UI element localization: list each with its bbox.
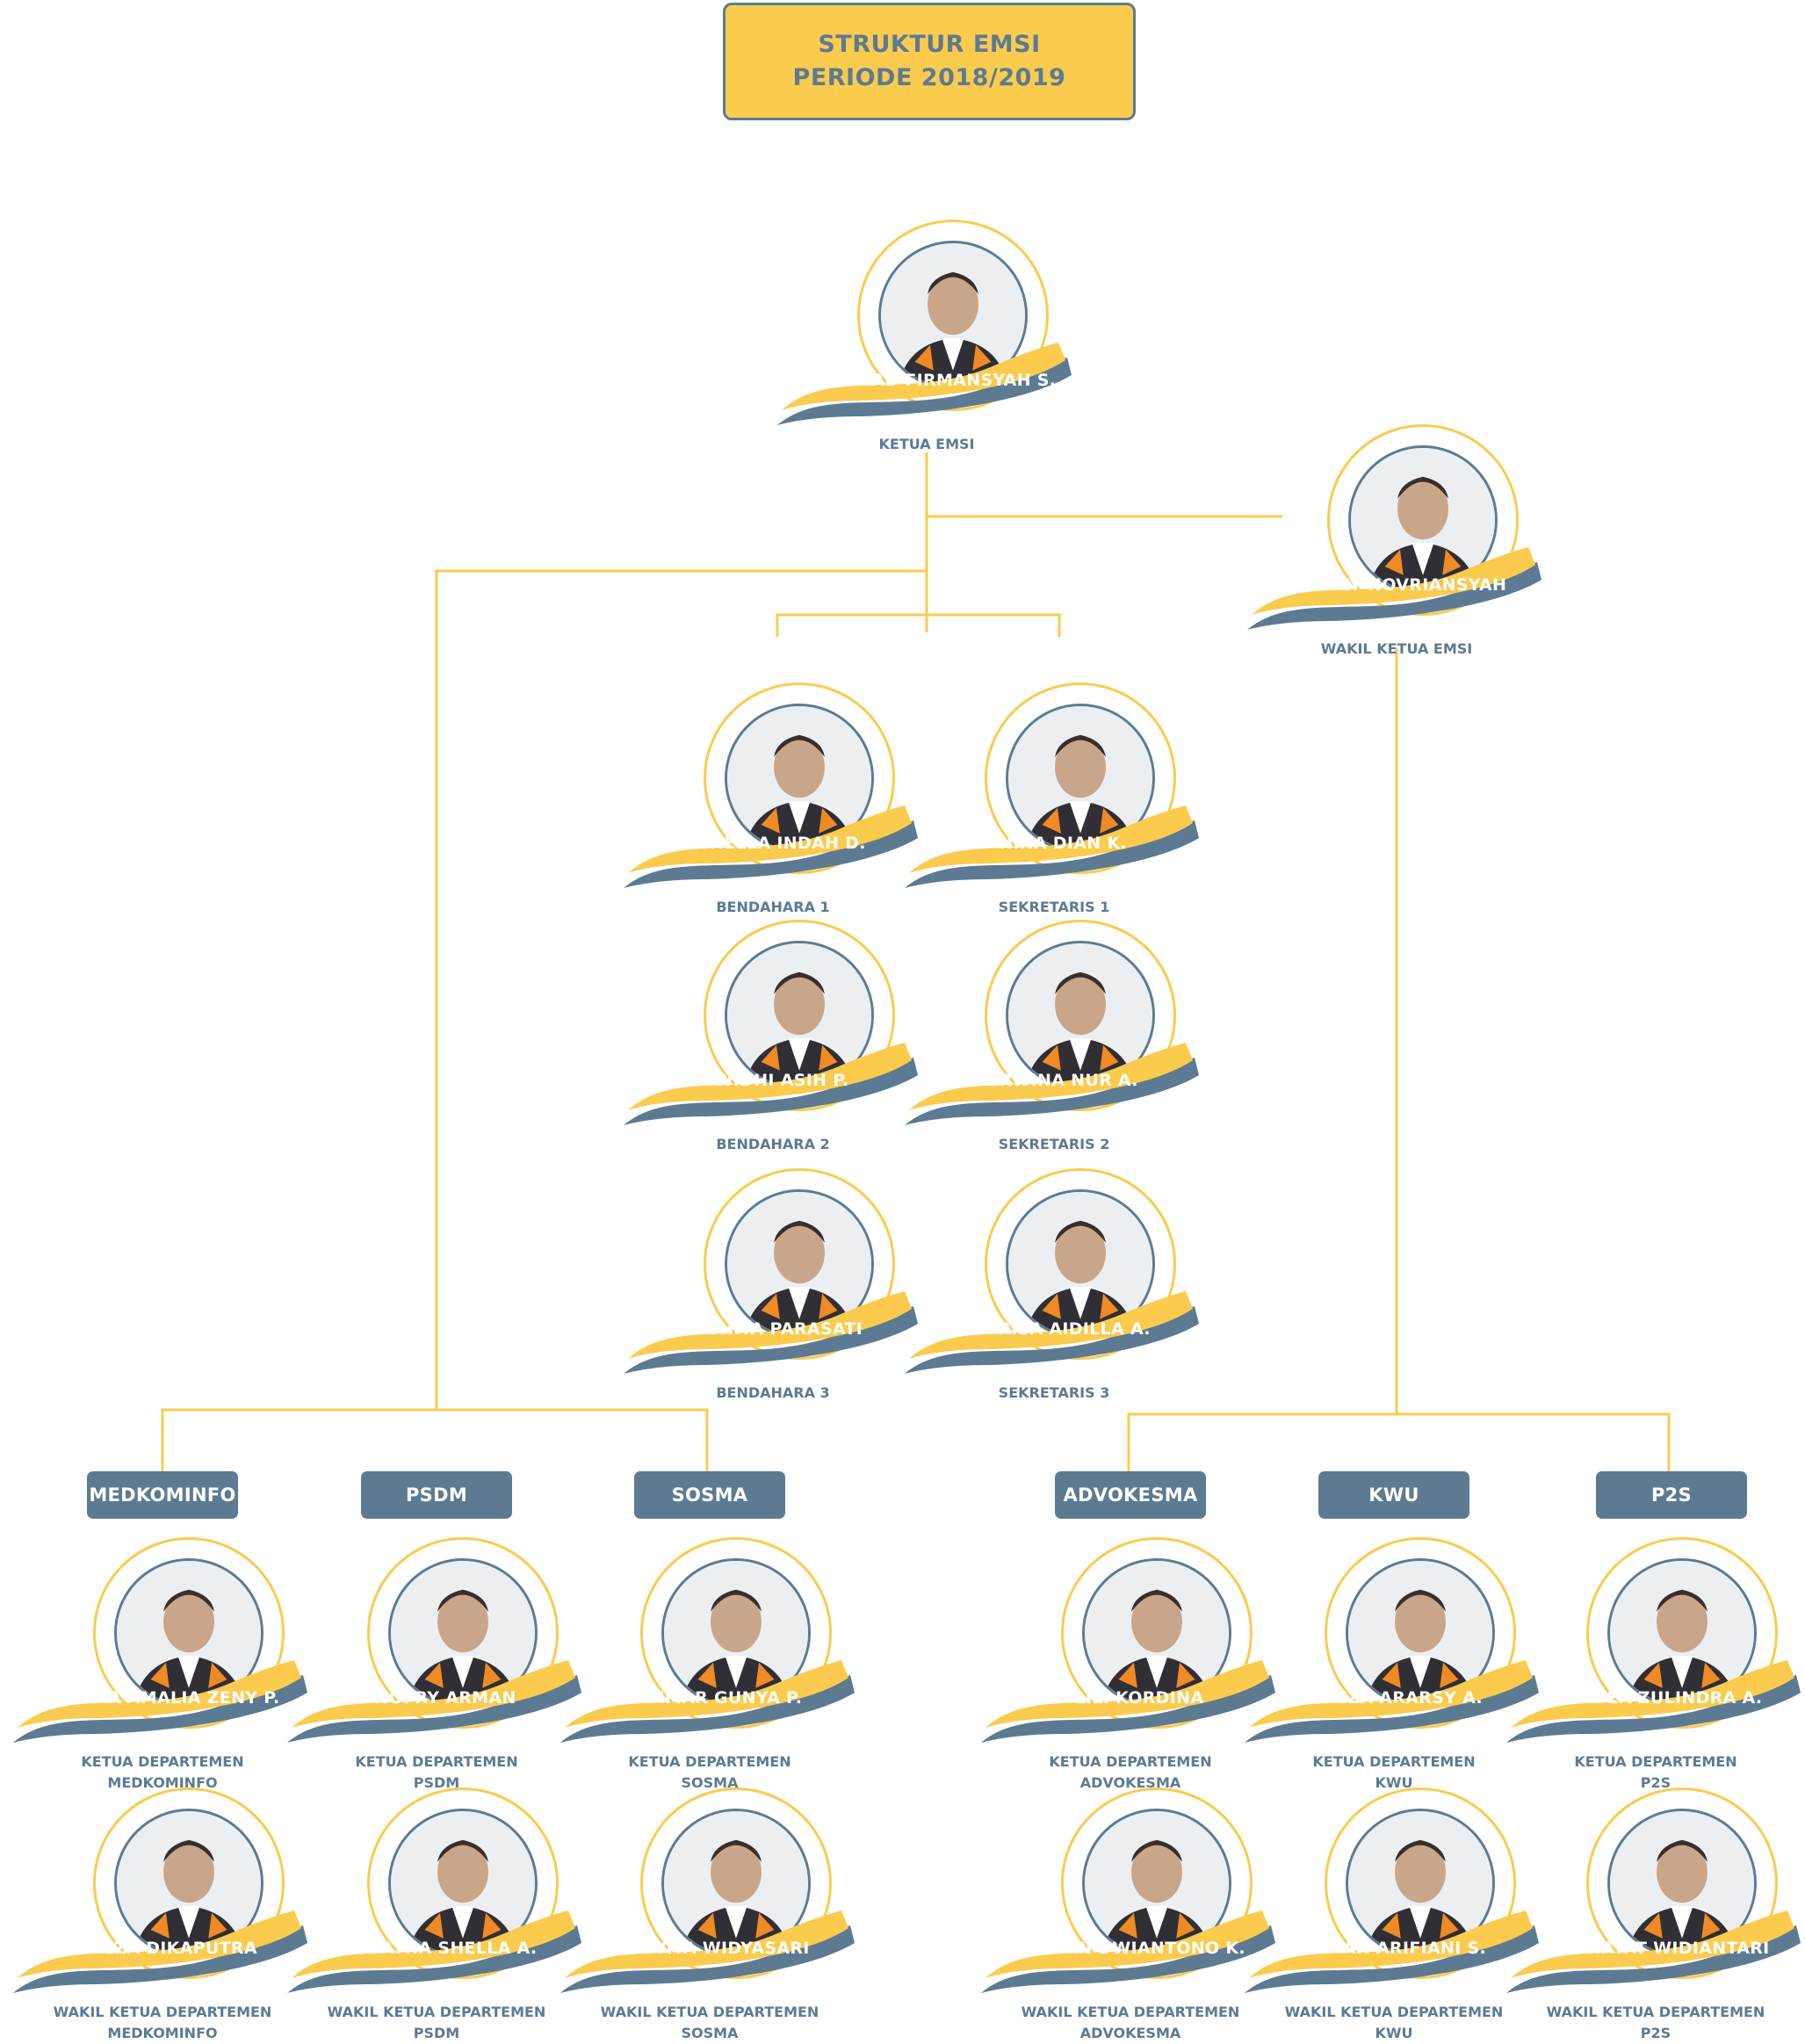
name-ribbon [560,1910,855,1993]
member-name: LILI KORDINA [1074,1688,1204,1708]
portrait-icon [878,241,1028,390]
dept-label-p2s: P2S [1596,1471,1747,1519]
member-name: SHELLA INDAH D. [697,834,866,853]
portrait-icon [114,1809,264,1958]
member-role: BENDAHARA 1 [716,899,830,915]
name-ribbon [1247,547,1541,630]
portrait-icon [1607,1558,1757,1708]
photo-ring [985,920,1176,1111]
chart-title: STRUKTUR EMSI [818,31,1041,58]
name-ribbon [1245,1660,1539,1743]
member-name: RIZKA AMALIA ZENY P. [62,1688,280,1708]
member-name: WHITA PARASATI [700,1319,863,1339]
name-ribbon [905,1043,1199,1125]
name-ribbon [905,805,1199,888]
member-name: AMMAR GUNYA P. [634,1688,803,1708]
member-role: SEKRETARIS 2 [998,1136,1110,1152]
portrait-icon [1006,941,1155,1090]
member-name: IRVAN DWIANTONO K. [1033,1939,1245,1958]
portrait-icon [1082,1558,1231,1708]
member-name: FARISA AIDILLA A. [975,1319,1151,1339]
member-name: WIDHI ASIH P. [714,1071,849,1090]
name-ribbon [981,1910,1275,1993]
name-ribbon [777,343,1072,425]
name-ribbon [905,1291,1199,1374]
member-role: WAKIL KETUA EMSI [1320,640,1473,657]
dept-label-medkominfo: MEDKOMINFO [87,1471,238,1519]
name-ribbon [1506,1660,1801,1743]
chart-period: PERIODE 2018/2019 [792,64,1066,91]
dept-label-advokesma: ADVOKESMA [1055,1471,1206,1519]
portrait-icon [725,704,874,853]
dept-label-sosma: SOSMA [634,1471,785,1519]
member-name: ACHMAD FIRMANSYAH S. [814,371,1057,390]
dept-label-kwu: KWU [1318,1471,1469,1519]
name-ribbon [624,1291,918,1374]
member-name: NINA DIAN K. [999,834,1127,853]
name-ribbon [287,1660,581,1743]
member-name: RADEA ZULINDRA A. [1566,1688,1763,1708]
member-role: SEKRETARIS 3 [998,1384,1110,1401]
name-ribbon [13,1910,307,1993]
name-ribbon [624,1043,918,1125]
member-name: FILZA DIKAPUTRA [85,1939,257,1958]
member-role: KETUA EMSI [878,436,975,452]
name-ribbon [13,1660,307,1743]
chart-title-box: STRUKTUR EMSI PERIODE 2018/2019 [723,3,1136,120]
portrait-icon [725,1189,874,1339]
member-name: ROHAYAT WIDIANTARI [1559,1939,1770,1958]
member-name: DEVITA WIDYASARI [627,1939,810,1958]
member-role: BENDAHARA 3 [716,1384,830,1401]
portrait-icon [661,1558,811,1708]
name-ribbon [560,1660,855,1743]
member-role: BENDAHARA 2 [716,1136,830,1152]
member-name: REZA ARARSY A. [1323,1688,1483,1708]
name-ribbon [287,1910,581,1993]
dept-label-psdm: PSDM [361,1471,512,1519]
member-name: DYAH ARIFIANI S. [1319,1939,1486,1958]
name-ribbon [624,805,918,888]
name-ribbon [1506,1910,1801,1993]
name-ribbon [981,1660,1275,1743]
member-name: NOFRY ARMAN [374,1688,516,1708]
member-name: ERWINA NUR A. [987,1071,1138,1090]
member-name: AGATHA SHELLA A. [353,1939,538,1958]
member-name: RIZKY NOVRIANSYAH [1303,575,1507,595]
name-ribbon [1245,1910,1539,1993]
member-role: SEKRETARIS 1 [998,899,1110,915]
